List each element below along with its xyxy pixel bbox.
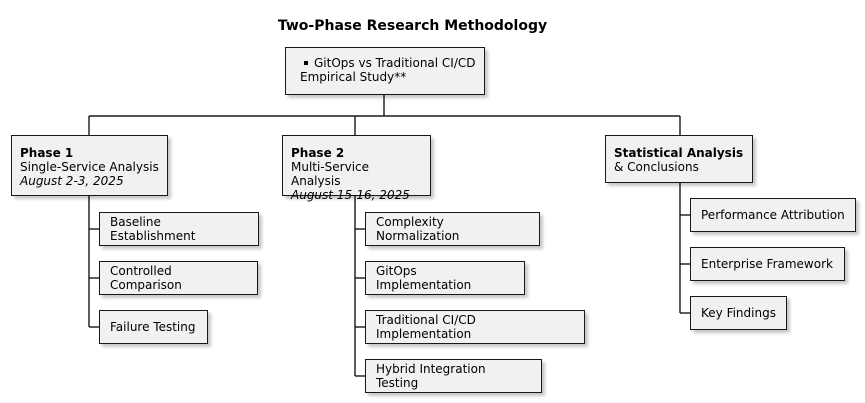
phase-1-item: Failure Testing — [99, 310, 208, 344]
phase-1-item: Baseline Establishment — [99, 212, 259, 246]
phase-2-heading: Phase 2 — [291, 146, 345, 160]
phase-1-dates: August 2-3, 2025 — [20, 174, 124, 188]
root-node: GitOps vs Traditional CI/CD Empirical St… — [285, 47, 485, 95]
item-label: Hybrid Integration Testing — [376, 362, 486, 390]
item-label: GitOps Implementation — [376, 264, 472, 292]
item-label: Controlled Comparison — [110, 264, 182, 292]
stats-item: Enterprise Framework — [690, 247, 845, 281]
item-label: Performance Attribution — [701, 208, 845, 222]
item-label: Traditional CI/CD Implementation — [376, 313, 476, 341]
phase-2-item: GitOps Implementation — [365, 261, 525, 295]
phase-1-node: Phase 1 Single-Service Analysis August 2… — [11, 135, 168, 196]
stats-item: Performance Attribution — [690, 198, 856, 232]
phase-1-subtitle: Single-Service Analysis — [20, 160, 159, 174]
phase-2-node: Phase 2 Multi-Service Analysis August 15… — [282, 135, 431, 202]
phase-2-item: Traditional CI/CD Implementation — [365, 310, 585, 344]
item-label: Enterprise Framework — [701, 257, 833, 271]
item-label: Key Findings — [701, 306, 776, 320]
root-line2: Empirical Study** — [300, 70, 407, 84]
item-label: Failure Testing — [110, 320, 196, 334]
item-label: Baseline Establishment — [110, 215, 196, 243]
bullet-icon — [304, 60, 308, 65]
stats-item: Key Findings — [690, 296, 787, 330]
phase-2-dates: August 15-16, 2025 — [291, 188, 410, 202]
diagram-title: Two-Phase Research Methodology — [277, 18, 548, 34]
item-label: Complexity Normalization — [376, 215, 460, 243]
phase-2-item: Complexity Normalization — [365, 212, 540, 246]
stats-node: Statistical Analysis & Conclusions — [605, 135, 753, 183]
root-line1: GitOps vs Traditional CI/CD — [314, 56, 476, 70]
stats-subtitle: & Conclusions — [614, 160, 699, 174]
stats-heading: Statistical Analysis — [614, 146, 744, 160]
phase-2-subtitle: Multi-Service Analysis — [291, 160, 370, 188]
phase-1-heading: Phase 1 — [20, 146, 74, 160]
phase-2-item: Hybrid Integration Testing — [365, 359, 542, 393]
phase-1-item: Controlled Comparison — [99, 261, 258, 295]
